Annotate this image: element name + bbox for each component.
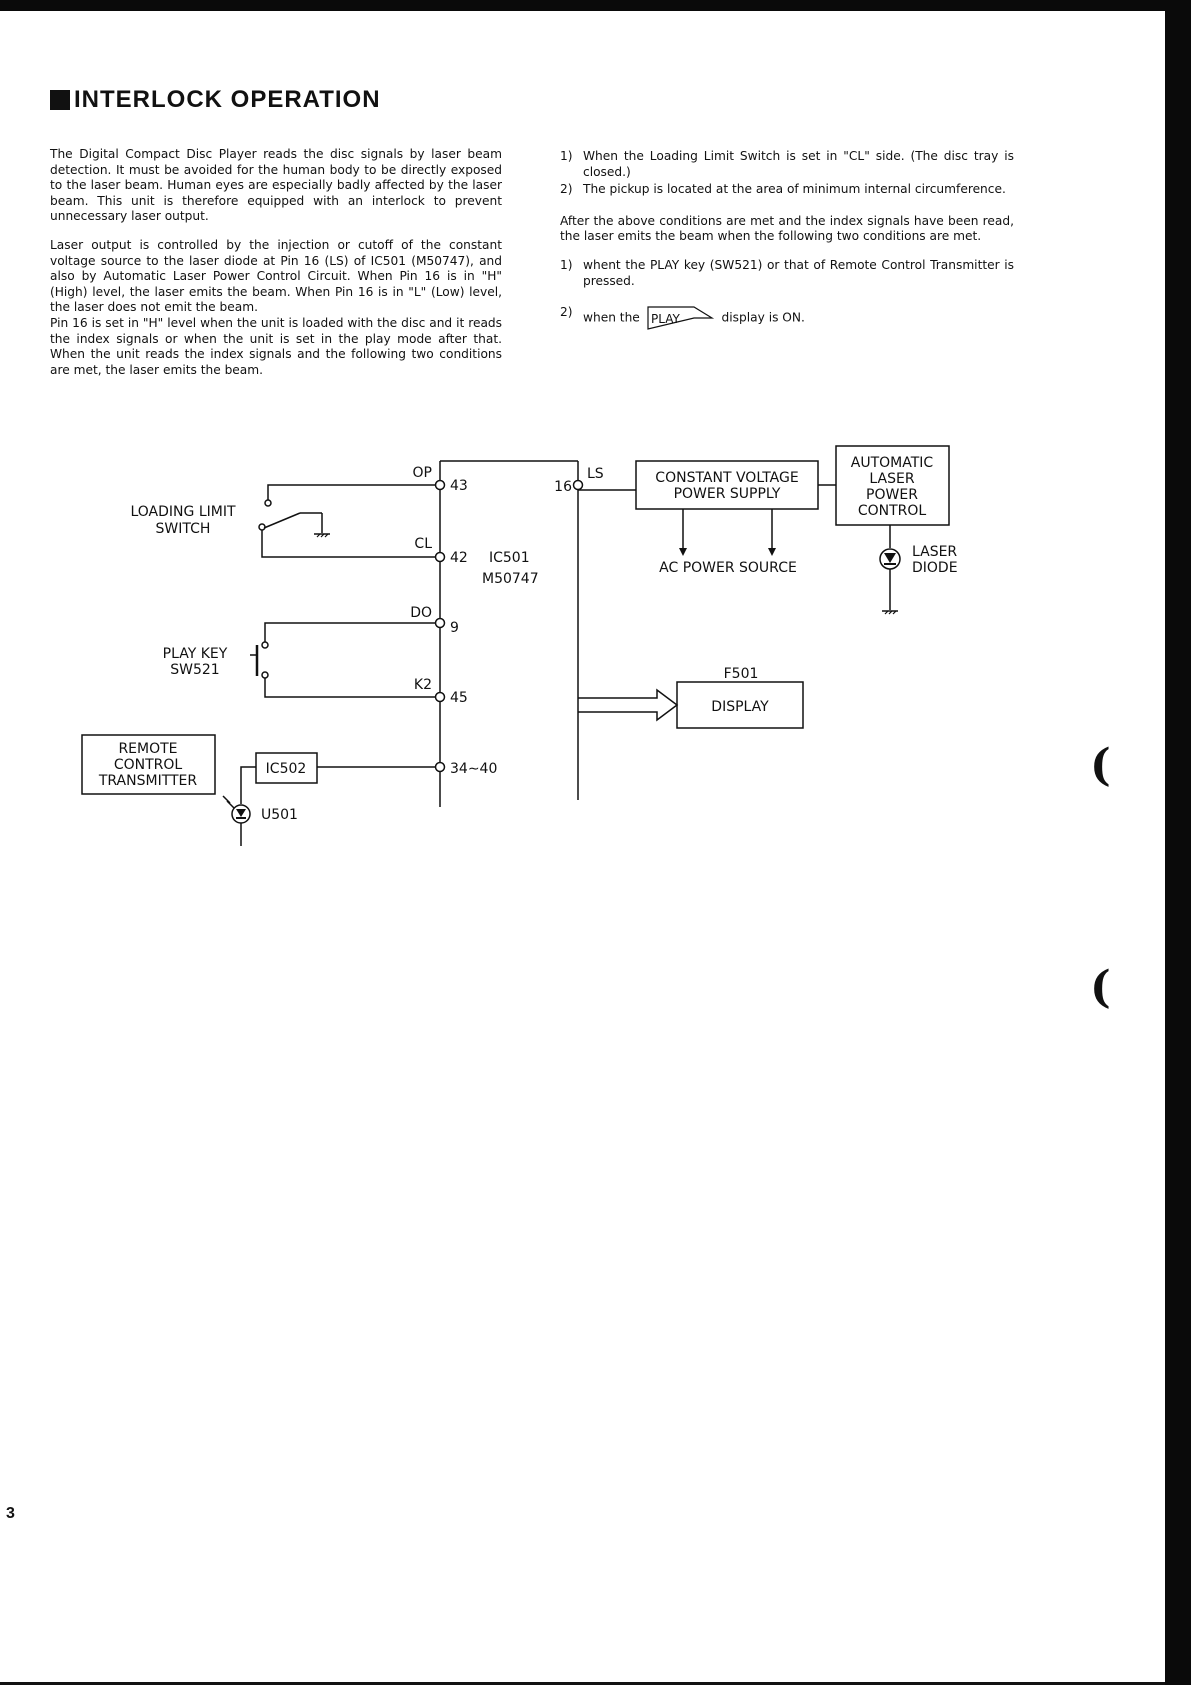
alpc-label: AUTOMATIC	[851, 455, 934, 471]
laser-diode-label: LASER	[912, 544, 957, 560]
pin16-paragraph: Pin 16 is set in "H" level when the unit…	[50, 315, 502, 377]
cl-wire	[261, 530, 440, 558]
condition-item: 2) when the PLAY display is ON.	[560, 305, 1014, 331]
conditions-paragraph: After the above conditions are met and t…	[560, 213, 1014, 244]
alpc-box	[835, 445, 950, 526]
page-number: 3	[6, 1505, 15, 1522]
play-display-indicator-icon: PLAY	[647, 306, 714, 330]
left-column: The Digital Compact Disc Player reads th…	[50, 147, 502, 391]
laser-output-paragraph: Laser output is controlled by the inject…	[50, 237, 502, 315]
ic501-part: M50747	[482, 571, 539, 587]
condition-text-pre: when the	[583, 310, 640, 325]
condition-item: 2) The pickup is located at the area of …	[560, 182, 1014, 198]
ac-source-label: AC POWER SOURCE	[659, 560, 797, 576]
alpc-label: POWER	[866, 487, 918, 503]
display-arrow-icon	[578, 688, 679, 722]
pin-terminal-16	[572, 479, 584, 491]
heading-title: INTERLOCK OPERATION	[74, 86, 381, 113]
switch-contact-op	[264, 499, 272, 507]
ic502-input-wire	[240, 766, 256, 804]
pin-number-45: 45	[450, 690, 468, 706]
pin-terminal-45	[434, 691, 446, 703]
loading-switch-label: LOADING LIMIT	[130, 504, 235, 520]
pin-label-k2: K2	[414, 677, 432, 693]
ic502-box	[255, 752, 318, 784]
pin-terminal-42	[434, 551, 446, 563]
play-key-label: SW521	[170, 662, 219, 678]
play-key-label: PLAY KEY	[163, 646, 228, 662]
remote-label: TRANSMITTER	[98, 773, 198, 789]
laser-diode-bar-icon	[884, 563, 896, 565]
top-border	[0, 0, 1191, 11]
cv-supply-label: CONSTANT VOLTAGE	[655, 470, 798, 486]
op-wire	[267, 484, 440, 500]
pin-terminal-34-40	[434, 761, 446, 773]
pin-label-do: DO	[410, 605, 432, 621]
pin-label-ls: LS	[587, 466, 604, 482]
condition-text-post: display is ON.	[721, 310, 805, 325]
remote-label: REMOTE	[118, 741, 177, 757]
pin-label-cl: CL	[414, 536, 432, 552]
condition-number: 2)	[560, 182, 573, 197]
laser-diode-triangle-icon	[884, 553, 896, 563]
intro-paragraph: The Digital Compact Disc Player reads th…	[50, 147, 502, 224]
condition-text: When the Loading Limit Switch is set in …	[583, 149, 1014, 179]
condition-item: 1) When the Loading Limit Switch is set …	[560, 149, 1014, 180]
switch-contact-cl	[258, 523, 266, 531]
cv-supply-label: POWER SUPPLY	[674, 486, 781, 502]
bottom-border	[0, 1682, 1165, 1685]
condition-number: 1)	[560, 257, 573, 272]
switch-lever	[263, 512, 301, 529]
u501-label: U501	[261, 807, 298, 823]
heading-bullet-icon	[50, 90, 70, 110]
remote-transmitter-box	[81, 734, 216, 795]
arrow-head-icon	[679, 548, 687, 556]
condition-text: The pickup is located at the area of min…	[583, 182, 1006, 197]
u501-diode-bar-icon	[236, 817, 246, 819]
u501-diode-triangle-icon	[236, 809, 246, 817]
pin-number-42: 42	[450, 550, 468, 566]
display-label: DISPLAY	[711, 699, 769, 715]
arrow-head-icon	[768, 548, 776, 556]
pin-number-34-40: 34∼40	[450, 761, 497, 777]
ic501-name: IC501	[489, 550, 530, 566]
right-border	[1165, 0, 1191, 1685]
laser-diode-label: DIODE	[912, 560, 958, 576]
pin-number-43: 43	[450, 478, 468, 494]
scan-mark: (	[1090, 740, 1111, 791]
scan-mark: (	[1090, 962, 1111, 1013]
pin-terminal-9	[434, 617, 446, 629]
ir-signal-icon	[226, 800, 235, 809]
condition-number: 1)	[560, 149, 573, 163]
play-display-label: PLAY	[651, 312, 680, 326]
pin-label-op: OP	[413, 465, 432, 481]
play-key-contact-top	[261, 641, 269, 649]
ic502-label: IC502	[266, 761, 307, 777]
pin-number-9: 9	[450, 620, 459, 636]
play-key-contact-bottom	[261, 671, 269, 679]
right-column: 1) When the Loading Limit Switch is set …	[560, 149, 1014, 333]
pin-terminal-43	[434, 479, 446, 491]
alpc-label: LASER	[869, 471, 914, 487]
k2-wire	[264, 678, 440, 698]
condition-item: 1) whent the PLAY key (SW521) or that of…	[560, 258, 1014, 289]
pin-number-16: 16	[554, 479, 572, 495]
loading-switch-label: SWITCH	[156, 521, 211, 537]
section-heading: INTERLOCK OPERATION	[50, 86, 381, 114]
condition-number: 2)	[560, 305, 573, 320]
condition-text: when the PLAY display is ON.	[583, 305, 1014, 331]
condition-text: whent the PLAY key (SW521) or that of Re…	[583, 257, 1014, 288]
f501-label: F501	[724, 666, 759, 682]
do-wire	[264, 622, 440, 642]
remote-label: CONTROL	[114, 757, 183, 773]
alpc-label: CONTROL	[858, 503, 927, 519]
